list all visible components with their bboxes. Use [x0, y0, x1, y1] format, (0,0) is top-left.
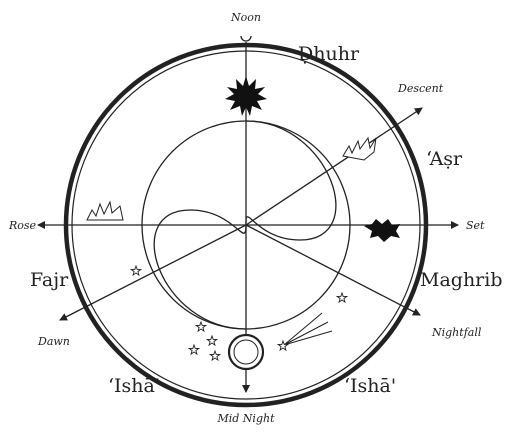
- label-isha-left: ʻIshā': [108, 375, 160, 397]
- nightfall-ray: [246, 225, 420, 315]
- label-asr: ʻAṣr: [426, 148, 463, 170]
- label-descent: Descent: [397, 82, 444, 95]
- set-sun-icon: [364, 219, 400, 242]
- label-midnight: Mid Night: [216, 412, 275, 425]
- label-dawn: Dawn: [37, 335, 70, 348]
- rose-sun-icon: [87, 202, 123, 220]
- label-set: Set: [466, 219, 485, 232]
- star-icon: [196, 322, 206, 331]
- dawn-ray: [60, 225, 246, 320]
- label-noon: Noon: [230, 11, 261, 24]
- label-nightfall: Nightfall: [431, 326, 482, 339]
- shooting-star-icon: [278, 313, 332, 350]
- label-maghrib: Maghrib: [420, 269, 503, 291]
- star-icon: [337, 293, 347, 302]
- star-icon: [189, 345, 199, 354]
- label-rose: Rose: [8, 219, 37, 232]
- star-icon: [207, 336, 217, 345]
- fajr-crescent-icon: [123, 285, 148, 314]
- label-fajr: Fajr: [30, 269, 69, 291]
- star-icon: [210, 351, 220, 360]
- label-isha-right: ʻIshā': [344, 375, 396, 397]
- star-icon: [131, 266, 141, 275]
- noon-crescent-icon: [241, 36, 251, 41]
- label-dhuhr: Ḍhuhr: [298, 43, 360, 65]
